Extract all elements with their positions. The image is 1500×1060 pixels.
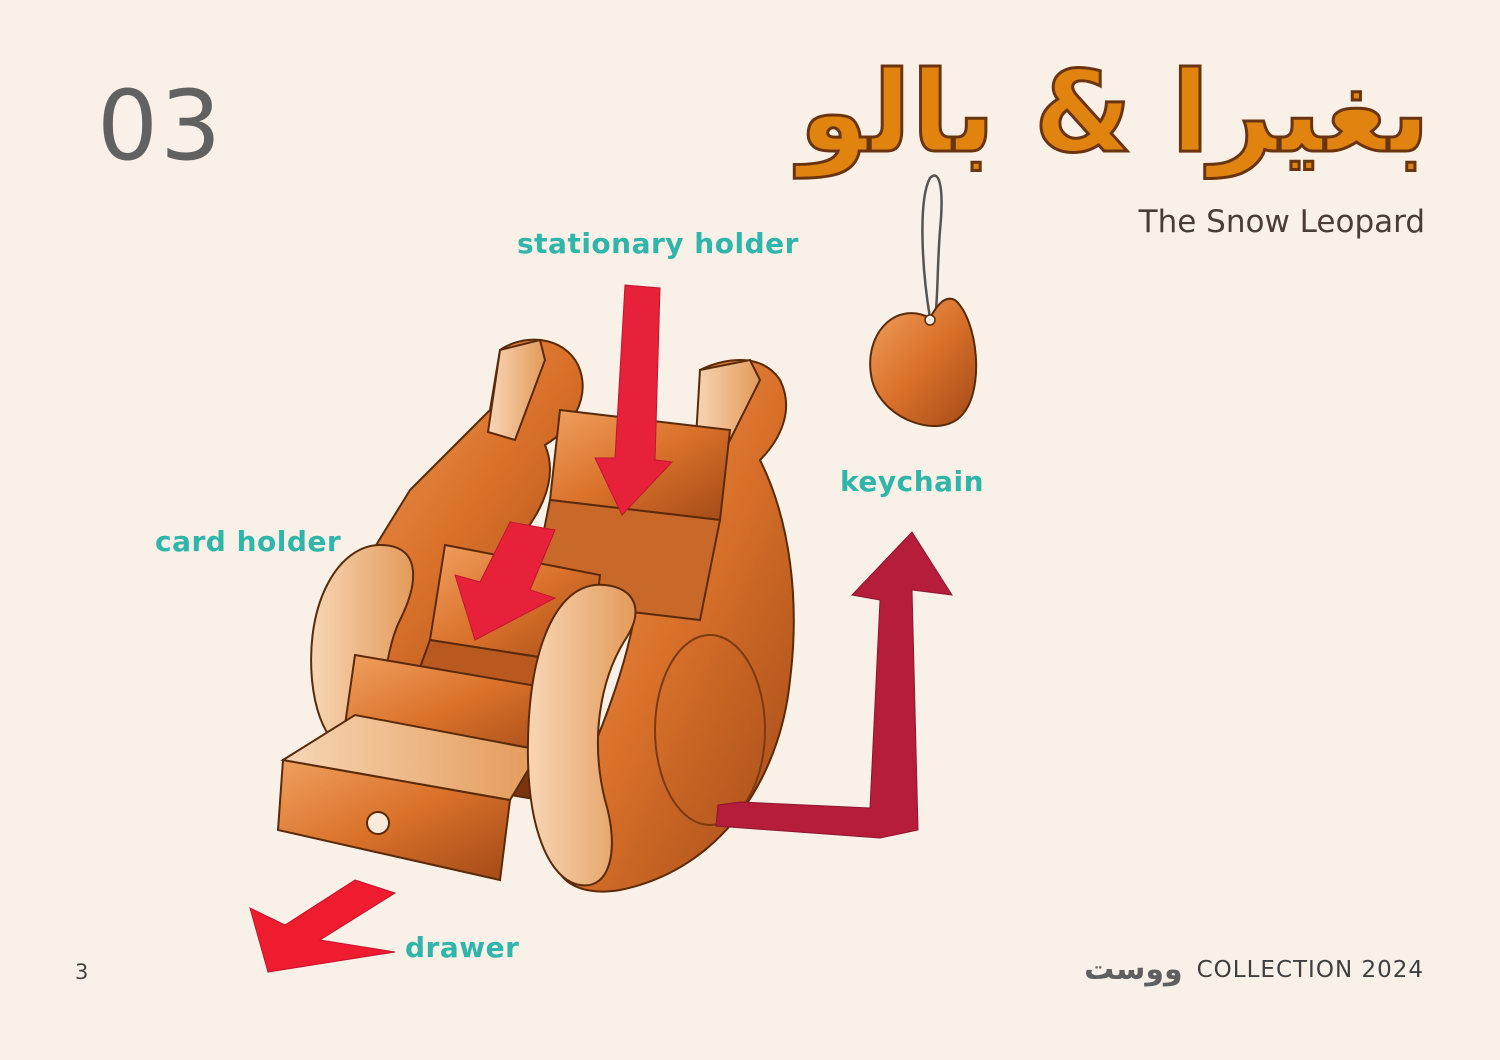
arrow-drawer: [249, 879, 397, 973]
page-title: بغيرا & بالو: [797, 48, 1431, 178]
arrow-card: [454, 521, 557, 641]
label-keychain: keychain: [840, 465, 985, 498]
collection-label: COLLECTION 2024: [1196, 957, 1424, 983]
label-drawer: drawer: [405, 931, 520, 964]
arrow-keychain: [715, 531, 953, 839]
page-number-large: 03: [97, 70, 224, 182]
drawer-box: [276, 653, 562, 882]
label-card-holder: card holder: [155, 525, 342, 558]
page-subtitle: The Snow Leopard: [1138, 204, 1425, 240]
footer-brand: ووست COLLECTION 2024: [1084, 955, 1424, 985]
keychain-illustration: [869, 174, 978, 427]
label-stationary-holder: stationary holder: [517, 227, 799, 260]
brand-logo: ووست: [1084, 952, 1183, 987]
page-number: 3: [75, 960, 89, 984]
front-right-curl: [526, 583, 637, 887]
arrow-stationary: [594, 284, 674, 516]
